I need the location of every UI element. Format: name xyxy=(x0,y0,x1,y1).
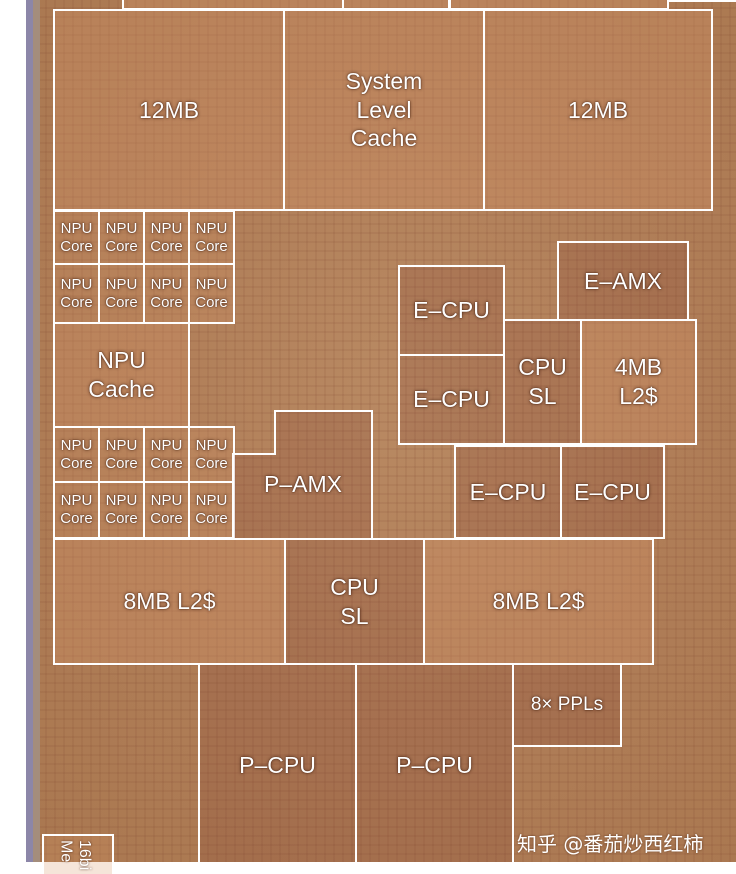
cpu-sl-block: CPU SL xyxy=(284,538,425,665)
cpu-sl-block-small: CPU SL xyxy=(503,319,582,445)
p-cpu-block: P–CPU xyxy=(355,663,514,867)
npu-core: NPU Core xyxy=(53,263,100,324)
ppls-block: 8× PPLs xyxy=(512,663,622,747)
e-cpu-block: E–CPU xyxy=(454,445,562,539)
npu-core: NPU Core xyxy=(98,263,145,324)
l2-8mb-block-right: 8MB L2$ xyxy=(423,538,654,665)
e-cpu-block: E–CPU xyxy=(398,354,505,445)
npu-core: NPU Core xyxy=(143,210,190,265)
npu-core: NPU Core xyxy=(143,426,190,483)
npu-core: NPU Core xyxy=(143,481,190,539)
npu-core: NPU Core xyxy=(188,263,235,324)
npu-core: NPU Core xyxy=(53,426,100,483)
bottom-margin xyxy=(0,862,736,873)
l2-4mb-block: 4MB L2$ xyxy=(580,319,697,445)
npu-cache-block: NPU Cache xyxy=(53,322,190,428)
npu-core: NPU Core xyxy=(188,426,235,483)
npu-core: NPU Core xyxy=(53,481,100,539)
slc-left-block: 12MB xyxy=(53,9,285,211)
die-edge-strip xyxy=(0,0,40,873)
e-cpu-block: E–CPU xyxy=(398,265,505,356)
e-amx-block: E–AMX xyxy=(557,241,689,321)
slc-right-block: 12MB xyxy=(483,9,713,211)
e-cpu-block: E–CPU xyxy=(560,445,665,539)
memory-block-label: 16bi Me xyxy=(57,840,93,871)
top-partial-block-4 xyxy=(668,0,736,2)
p-cpu-block: P–CPU xyxy=(198,663,357,867)
npu-core: NPU Core xyxy=(188,210,235,265)
npu-core: NPU Core xyxy=(53,210,100,265)
watermark: 知乎 @番茄炒西红柿 xyxy=(517,832,704,856)
npu-core: NPU Core xyxy=(98,426,145,483)
p-amx-label: P–AMX xyxy=(264,471,342,497)
l2-8mb-block-left: 8MB L2$ xyxy=(53,538,286,665)
memory-block-partial: 16bi Me xyxy=(42,834,114,874)
